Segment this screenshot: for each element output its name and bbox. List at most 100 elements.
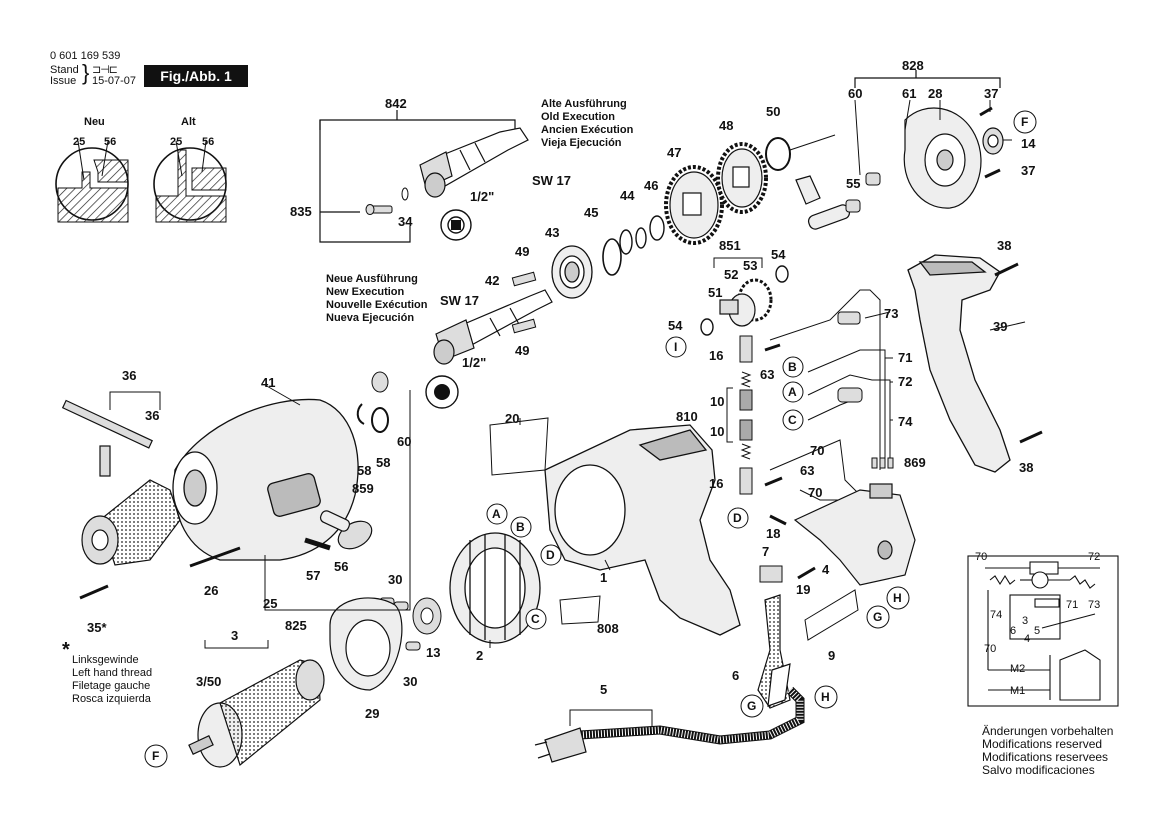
stand-label: Stand — [50, 64, 79, 76]
schematic-label: 4 — [1024, 633, 1030, 645]
new-spindle-chuck — [433, 289, 553, 365]
wire-harness — [769, 289, 891, 501]
callout-b: B — [510, 516, 532, 538]
schematic-label: M1 — [1010, 685, 1025, 697]
modifications-fr: Modifications reservees — [982, 750, 1109, 764]
callout-f-top: F — [1013, 110, 1037, 134]
screw-37-lower — [984, 168, 1001, 179]
modifications-de: Änderungen vorbehalten — [982, 724, 1114, 738]
part-label: 13 — [426, 645, 440, 660]
svg-text:A: A — [788, 385, 797, 399]
part-label: 45 — [584, 205, 598, 220]
callout-i: I — [665, 336, 687, 358]
bracket-3 — [204, 640, 269, 649]
part-label: 56 — [334, 559, 348, 574]
schematic-label: 5 — [1034, 625, 1040, 637]
bracket-5 — [569, 709, 653, 726]
leader-lines — [264, 99, 1026, 648]
part-label: 50 — [766, 104, 780, 119]
bracket-851 — [713, 257, 763, 268]
doc-number: 0 601 169 539 — [50, 50, 121, 62]
schematic-label: 6 — [1010, 625, 1016, 637]
carbon-brush-10-lower — [739, 419, 753, 460]
screw-835 — [365, 204, 393, 215]
switch-assembly — [793, 483, 916, 586]
part-label: 47 — [667, 145, 681, 160]
part-label: 6 — [732, 668, 739, 683]
part-label: 810 — [676, 409, 698, 424]
part-label: 73 — [884, 306, 898, 321]
part-label: 38 — [997, 238, 1011, 253]
new-execution-es: Nueva Ejecución — [326, 312, 415, 324]
callout-h-cable: H — [814, 685, 838, 709]
svg-text:D: D — [546, 548, 555, 562]
screw-57 — [304, 537, 331, 551]
half-inch-lower: 1/2" — [462, 355, 487, 370]
part-label: 63 — [760, 367, 774, 382]
bushing-60-lower — [371, 371, 389, 393]
part-label: 41 — [261, 375, 275, 390]
svg-text:C: C — [788, 413, 797, 427]
callout-d: D — [540, 544, 562, 566]
part-label: 58 — [376, 455, 390, 470]
part-label: 2 — [476, 648, 483, 663]
part-label: 44 — [620, 188, 635, 203]
ring-34 — [401, 187, 409, 201]
modifications-es: Salvo modificaciones — [982, 763, 1095, 777]
svg-text:F: F — [1021, 115, 1028, 129]
part-label: 38 — [1019, 460, 1033, 475]
svg-text:A: A — [492, 507, 501, 521]
part-label: 28 — [928, 86, 942, 101]
air-guide-29 — [329, 597, 403, 691]
left-thread-fr: Filetage gauche — [72, 680, 151, 692]
part-label: 4 — [822, 562, 830, 577]
part-label: 54 — [668, 318, 683, 333]
left-thread-de: Linksgewinde — [72, 654, 139, 666]
chuck-key-36 — [61, 399, 153, 477]
sw17-upper: SW 17 — [532, 173, 572, 188]
old-execution-en: Old Execution — [541, 111, 615, 123]
carbon-brush-10-upper — [739, 371, 753, 411]
bushing-61 — [845, 199, 861, 213]
label-9 — [804, 589, 859, 641]
part-label: 36 — [145, 408, 159, 423]
part-label: 26 — [204, 583, 218, 598]
part-label: 49 — [515, 343, 529, 358]
part-label: 808 — [597, 621, 619, 636]
detail-alt-circle — [153, 140, 227, 223]
screw-26 — [189, 546, 241, 568]
new-execution-fr: Nouvelle Exécution — [326, 299, 428, 311]
part-number-labels: 842 835 34 828 60 61 28 37 37 14 50 55 4… — [87, 58, 1036, 721]
part-label: 842 — [385, 96, 407, 111]
screw-38-upper — [994, 262, 1019, 277]
svg-text:I: I — [674, 340, 677, 354]
left-thread-es: Rosca izquierda — [72, 693, 151, 705]
new-execution-en: New Execution — [326, 286, 405, 298]
cable-clamp-7 — [759, 565, 783, 583]
part-label: 43 — [545, 225, 559, 240]
key-49-upper — [511, 271, 537, 287]
ring-44 — [619, 229, 633, 255]
part-label: 825 — [285, 618, 307, 633]
drill-chuck-36 — [81, 479, 181, 566]
part-label: 74 — [898, 414, 913, 429]
detail-neu-circle — [55, 140, 129, 223]
callout-h-switch: H — [886, 586, 910, 610]
gearbox-flange — [903, 107, 982, 209]
part-label: 5 — [600, 682, 607, 697]
part-label: 72 — [898, 374, 912, 389]
part-label: 10 — [710, 424, 724, 439]
screw-19 — [797, 566, 816, 580]
shift-lever-55 — [795, 175, 851, 230]
terminals-74 — [871, 457, 894, 469]
issue-date: 15-07-07 — [92, 75, 137, 87]
part-label: 3 — [231, 628, 238, 643]
part-label: 61 — [902, 86, 916, 101]
part-label: 30 — [403, 674, 417, 689]
washer-46 — [649, 215, 665, 241]
brush-holder-16-lower — [739, 467, 753, 495]
part-label: 869 — [904, 455, 926, 470]
svg-text:C: C — [531, 612, 540, 626]
cable-guard-6 — [757, 594, 791, 709]
